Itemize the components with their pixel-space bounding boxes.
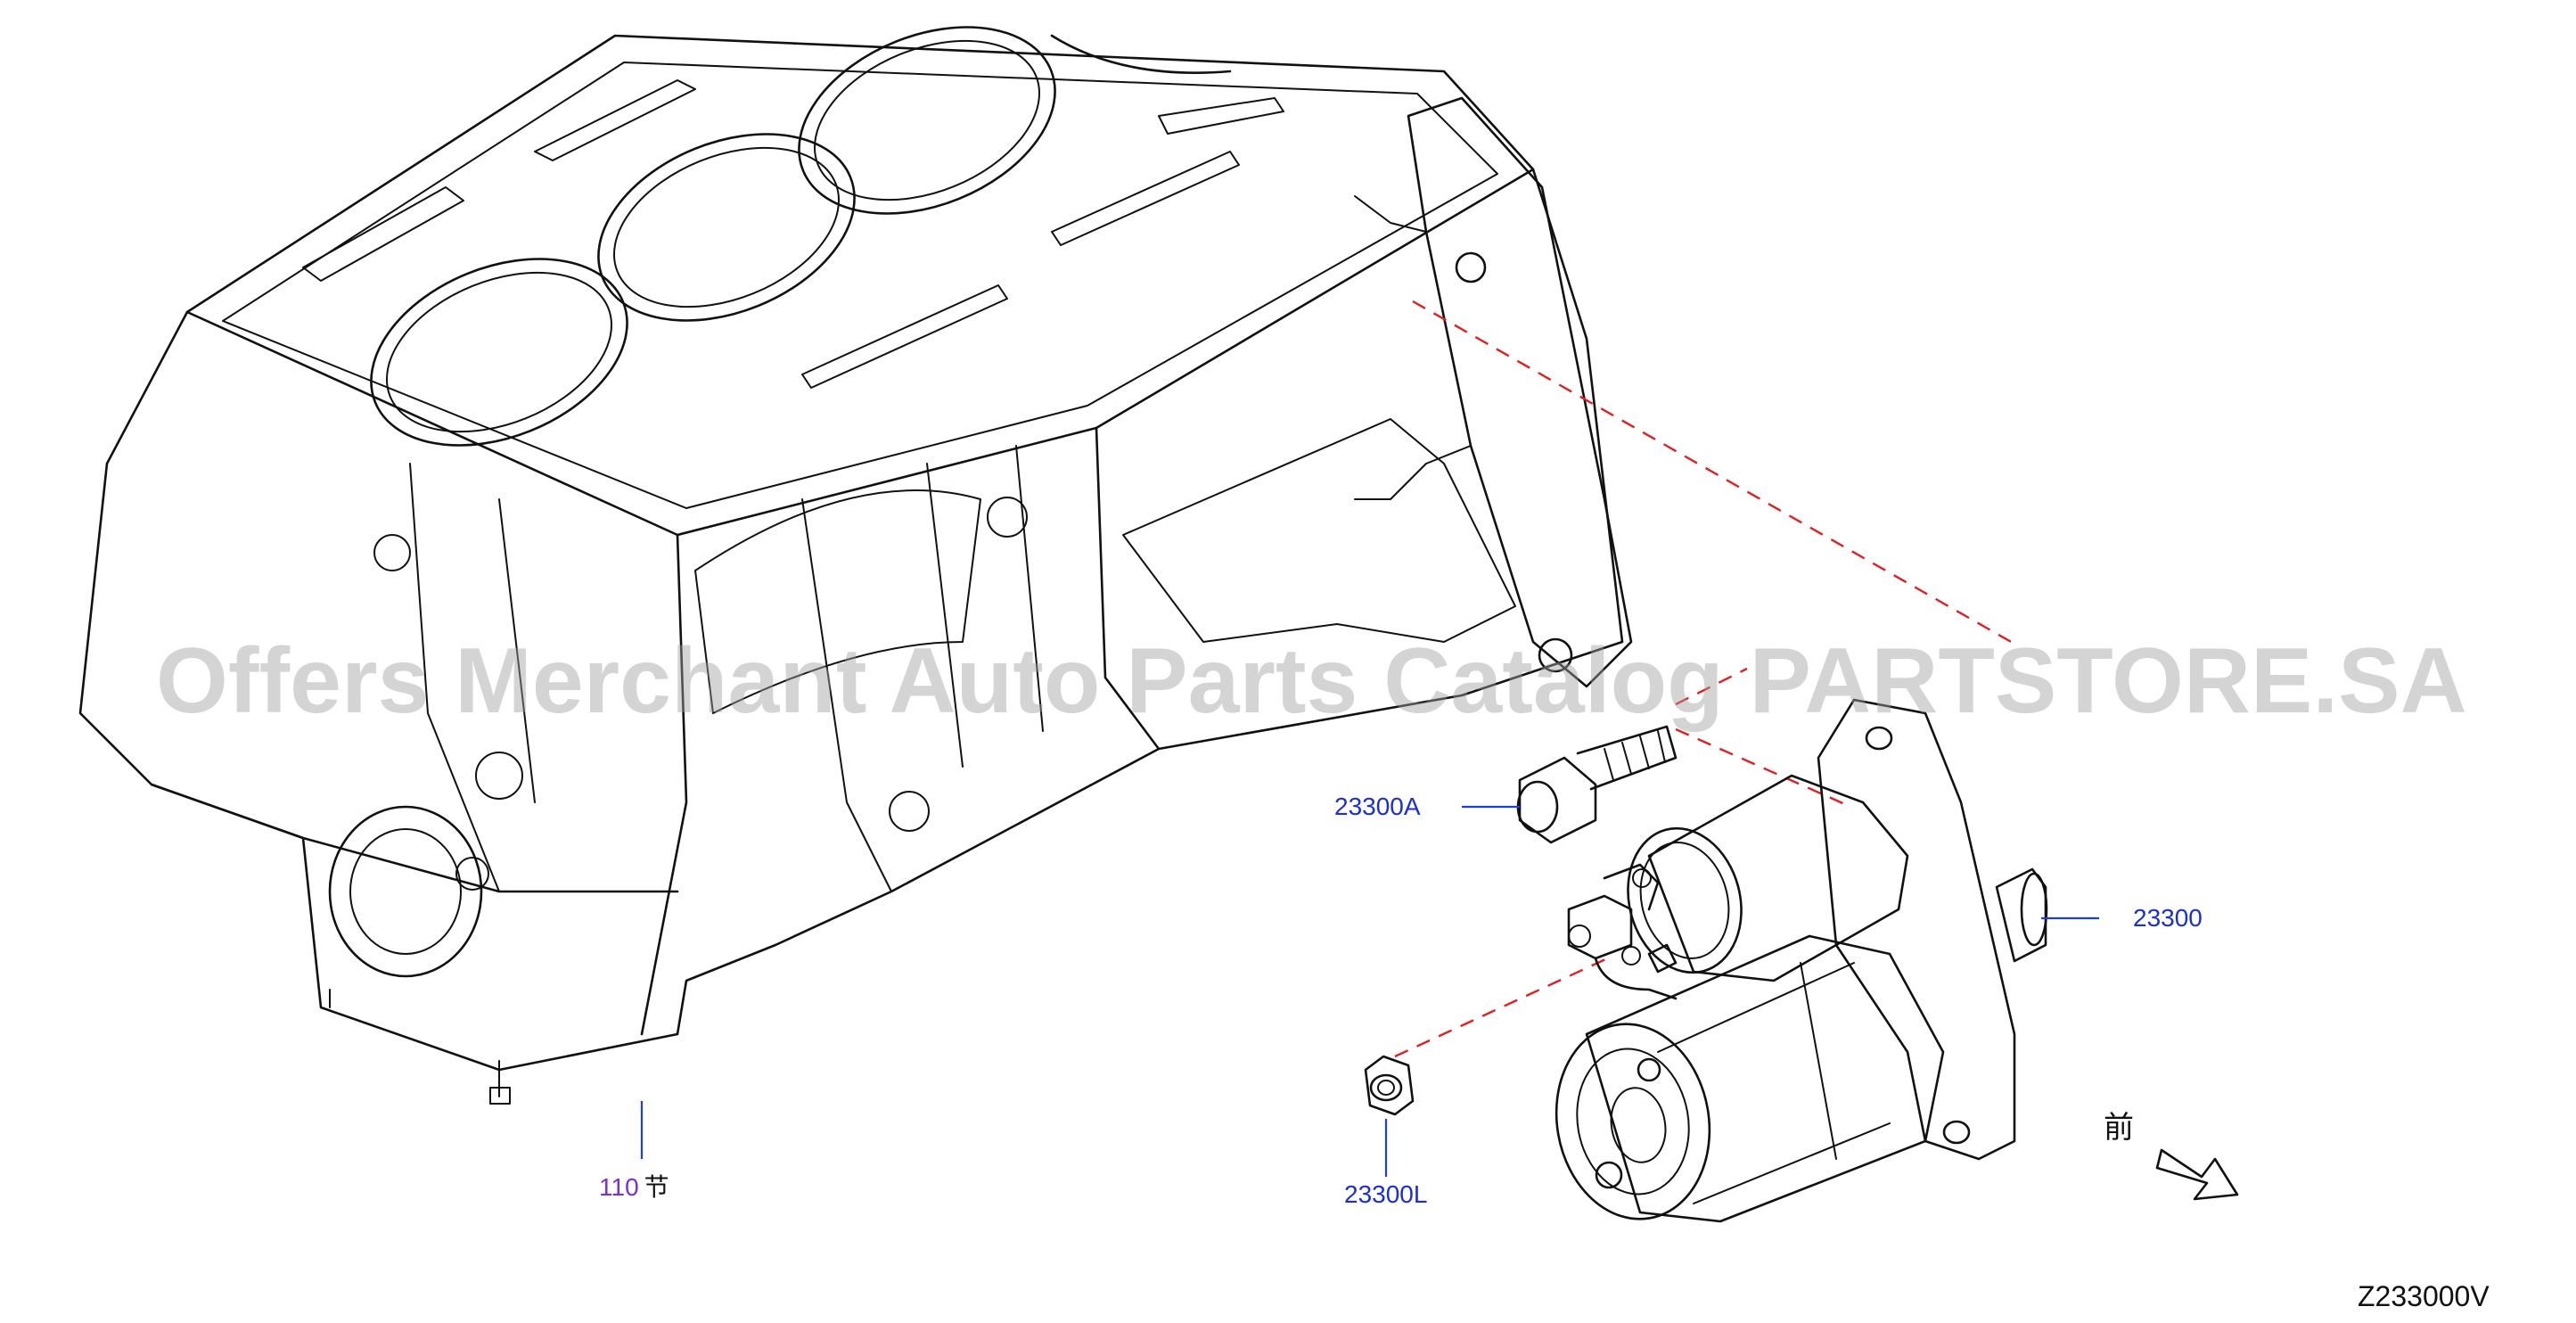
leader-lines: [640, 805, 2099, 1177]
starter-motor-drawing[interactable]: [1541, 698, 2048, 1231]
nut-drawing[interactable]: [1364, 1055, 1415, 1116]
assembly-dash-lines: [1394, 300, 2020, 1058]
bolt-drawing[interactable]: [1516, 725, 1678, 844]
callout-110-suffix: 节: [644, 1172, 669, 1202]
diagram-code: Z233000V: [2358, 1280, 2490, 1312]
engine-block-drawing[interactable]: [78, 0, 1633, 1105]
callout-23300[interactable]: 23300: [2133, 906, 2203, 931]
front-mark-label: 前: [2104, 1110, 2134, 1146]
callout-110-number: 110: [599, 1173, 639, 1201]
callout-23300L[interactable]: 23300L: [1344, 1182, 1427, 1207]
callout-23300A[interactable]: 23300A: [1334, 794, 1421, 819]
callout-23300-number: 23300: [2133, 904, 2203, 932]
front-direction-arrow-icon: [2155, 1148, 2239, 1201]
callout-23300A-number: 23300A: [1334, 793, 1421, 820]
watermark-text: Offers Merchant Auto Parts Catalog PARTS…: [156, 629, 2467, 733]
callout-23300L-number: 23300L: [1344, 1180, 1428, 1208]
